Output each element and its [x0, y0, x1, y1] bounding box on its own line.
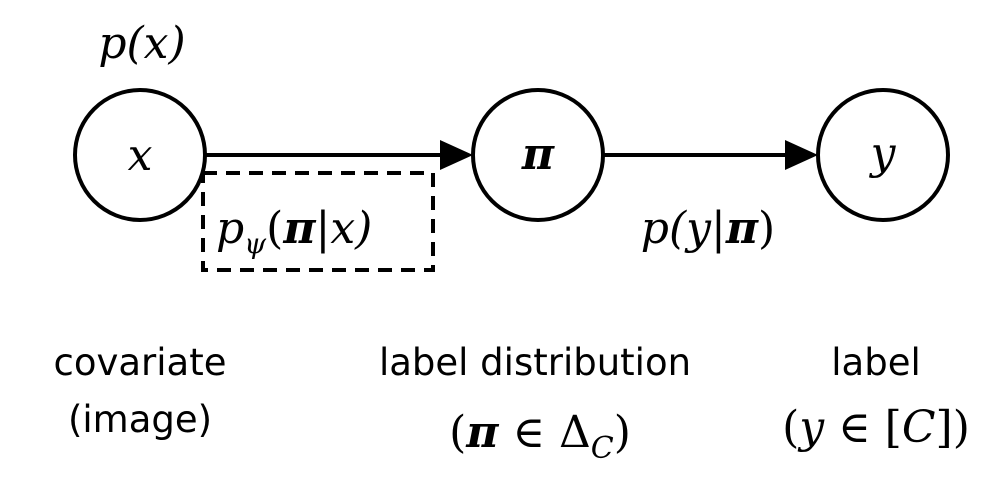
caption-label-line2: (y ∈ [C]) [782, 402, 970, 453]
caption-label-close: ]) [936, 402, 970, 453]
caption-label-distribution-line1: label distribution [379, 341, 691, 384]
likelihood-label-prefix: p(y| [641, 203, 726, 254]
caption-label-y: y [797, 402, 825, 453]
likelihood-label-pi: π [725, 203, 759, 254]
node-x: x [73, 88, 207, 222]
caption-label-distribution-close: ) [614, 407, 631, 458]
inference-model-label-psi: ψ [244, 227, 267, 260]
edge-x-to-pi-arrowhead [440, 140, 473, 170]
node-pi-symbol: π [521, 129, 555, 180]
edge-pi-to-y-arrowhead [785, 140, 818, 170]
inference-model-box [201, 171, 435, 272]
caption-label-c: C [902, 402, 936, 453]
caption-label-distribution-sub-c: C [591, 431, 614, 466]
inference-model-label-p: p [216, 203, 244, 254]
caption-covariate-line2: (image) [68, 398, 212, 441]
likelihood-label-close: ) [758, 203, 775, 254]
caption-label-distribution-pi: π [465, 407, 499, 458]
inference-model-label-open: ( [266, 203, 283, 254]
node-x-symbol: x [128, 130, 153, 181]
likelihood-label: p(y|π) [641, 203, 775, 254]
node-pi: π [471, 88, 605, 222]
caption-label-in: ∈ [ [824, 402, 902, 453]
caption-label-open: ( [782, 402, 799, 453]
node-y: y [816, 88, 950, 222]
node-y-circle [816, 88, 950, 222]
inference-model-label-rest: |x) [316, 203, 373, 254]
caption-label-distribution-in-delta: ∈ Δ [498, 407, 590, 458]
prior-label: p(x) [98, 18, 185, 69]
caption-label-line1: label [831, 341, 920, 384]
inference-model-label: pψ(π|x) [216, 203, 372, 260]
caption-label-distribution-open: ( [449, 407, 466, 458]
node-y-symbol: y [869, 128, 897, 179]
caption-label-distribution-line2: (π ∈ ΔC) [449, 407, 631, 466]
inference-model-label-pi: π [282, 203, 316, 254]
caption-covariate-line1: covariate [54, 341, 227, 384]
